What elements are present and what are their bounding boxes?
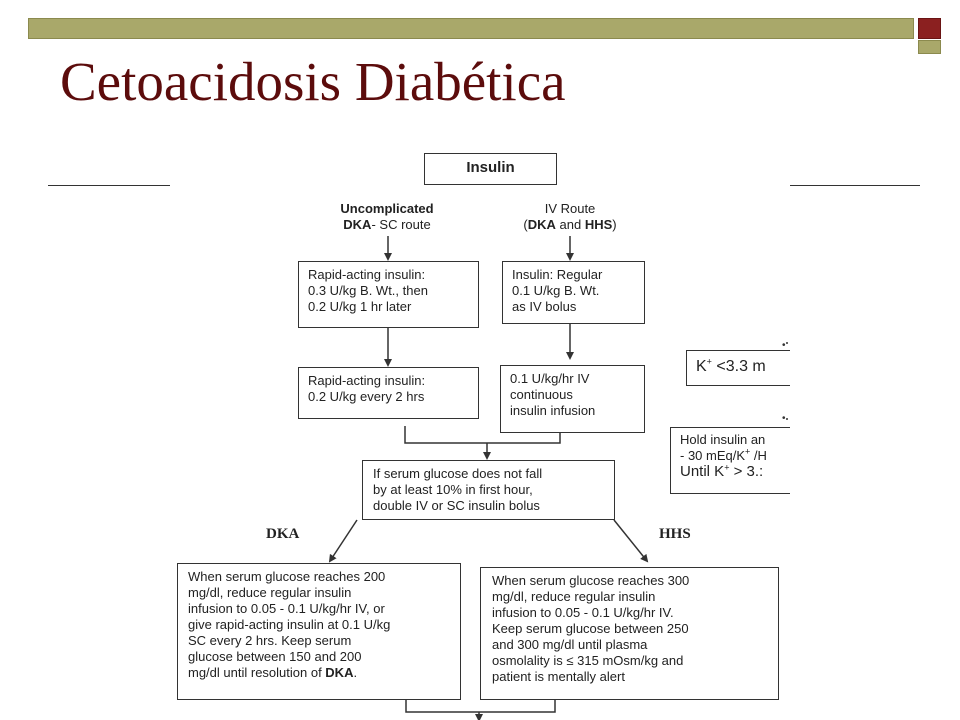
- bottom-merge-connector: [405, 700, 556, 713]
- until-k-line-b: > 3.:: [729, 463, 764, 480]
- potassium-low-box: K+ <3.3 m: [686, 350, 790, 386]
- dka-outcome-text: When serum glucose reaches 200 mg/dl, re…: [188, 569, 391, 680]
- corner-accent-square: [918, 18, 941, 39]
- bullet-2: •: [782, 413, 786, 424]
- iv-step2-box: 0.1 U/kg/hr IV continuous insulin infusi…: [500, 365, 645, 433]
- title-bar-decoration: [28, 18, 914, 39]
- hold-insulin-line: Hold insulin an: [680, 432, 766, 447]
- insulin-box: Insulin: [424, 153, 557, 185]
- iv-route-paren-close: ): [612, 217, 617, 232]
- hhs-branch-label: HHS: [659, 526, 691, 542]
- mEq-line-plus: +: [745, 446, 751, 457]
- mEq-line-b: /H: [750, 448, 767, 463]
- iv-route-paren-open: (: [523, 217, 528, 232]
- sc-step1-box: Rapid-acting insulin: 0.3 U/kg B. Wt., t…: [298, 261, 479, 328]
- iv-route-label: IV Route (DKA and HHS): [500, 201, 640, 233]
- iv-step1-box: Insulin: Regular 0.1 U/kg B. Wt. as IV b…: [502, 261, 645, 324]
- potassium-threshold: <3.3 m: [711, 358, 766, 375]
- slide-title: Cetoacidosis Diabética: [60, 51, 566, 112]
- divider-line-right: [790, 185, 920, 186]
- divider-line-left: [48, 185, 170, 186]
- sc-route-label: Uncomplicated DKA- SC route: [312, 201, 462, 233]
- mEq-line-a: - 30 mEq/K: [680, 448, 746, 463]
- until-k-line-a: Until K: [680, 463, 725, 480]
- potassium-plus: +: [706, 356, 712, 367]
- sc-route-rest-text: - SC route: [371, 217, 431, 232]
- glucose-check-box: If serum glucose does not fall by at lea…: [362, 460, 615, 520]
- iv-route-line1: IV Route: [544, 201, 596, 216]
- dka-branch-label: DKA: [266, 526, 300, 542]
- arrow-check-to-hhs: [613, 519, 649, 563]
- dka-outcome-box: When serum glucose reaches 200 mg/dl, re…: [177, 563, 461, 700]
- iv-route-and: and: [555, 217, 585, 232]
- bullet-1: •: [782, 340, 786, 351]
- potassium-k: K: [696, 358, 707, 375]
- sc-step2-box: Rapid-acting insulin: 0.2 U/kg every 2 h…: [298, 367, 479, 419]
- dka-outcome-end: .: [353, 665, 358, 680]
- iv-route-hhs: HHS: [584, 217, 613, 232]
- arrow-check-to-dka: [328, 519, 358, 563]
- until-k-line-plus: +: [724, 462, 730, 473]
- dka-outcome-bold: DKA: [325, 665, 354, 680]
- hhs-outcome-box: When serum glucose reaches 300 mg/dl, re…: [480, 567, 779, 700]
- corner-olive-square: [918, 40, 941, 54]
- iv-route-dka: DKA: [527, 217, 556, 232]
- sc-route-bold-text: Uncomplicated DKA: [340, 201, 434, 232]
